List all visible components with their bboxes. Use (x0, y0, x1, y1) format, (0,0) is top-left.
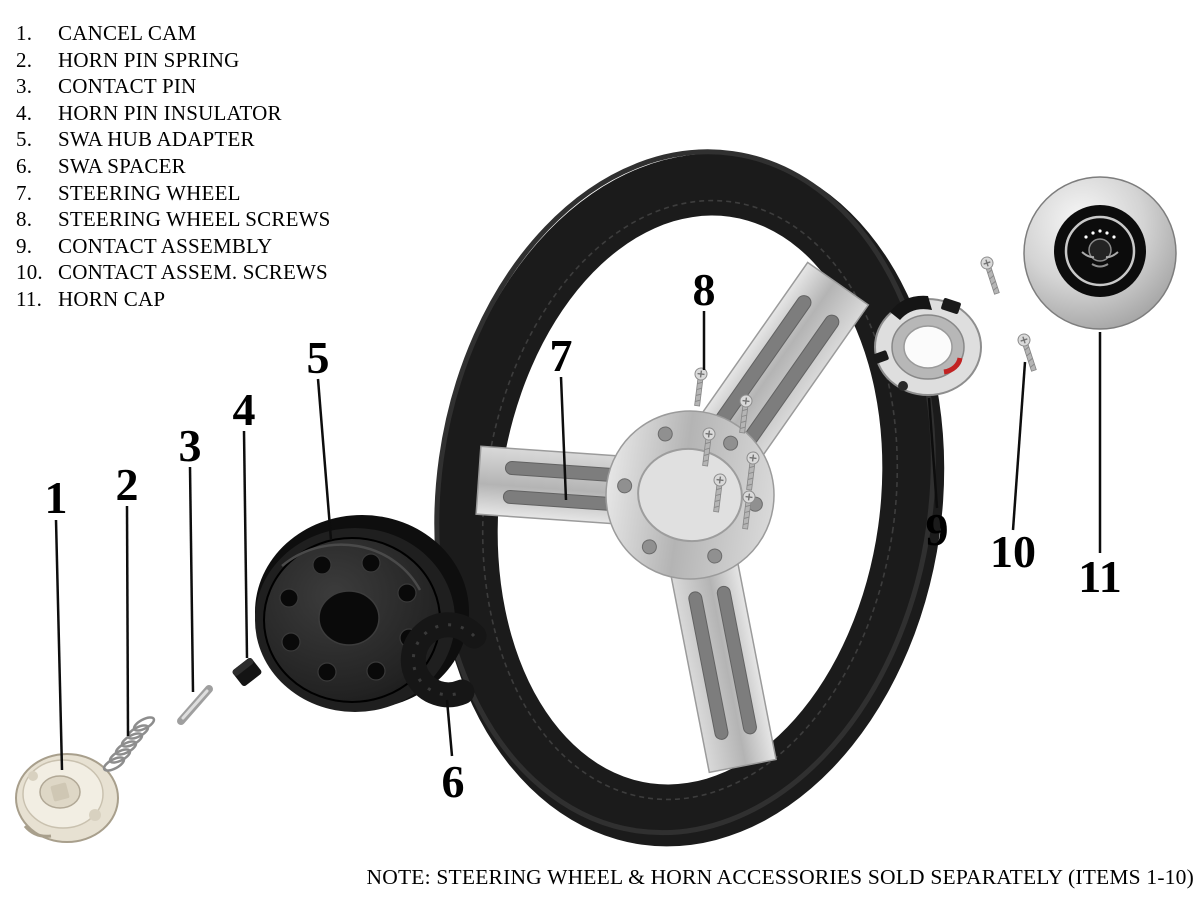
part-number: 6. (16, 153, 33, 178)
part-label: SWA HUB ADAPTER (58, 127, 255, 152)
leader-line-4 (242, 430, 249, 659)
callout-6: 6 (442, 756, 465, 807)
part-number: 10. (16, 260, 43, 285)
callout-5: 5 (307, 332, 330, 383)
callout-7: 7 (550, 330, 573, 381)
parts-list-item: 4. HORN PIN INSULATOR (16, 100, 331, 127)
parts-list: 1. CANCEL CAM 2. HORN PIN SPRING 3. CONTACT… (16, 20, 331, 313)
part-number: 11. (16, 286, 43, 311)
parts-list-item: 9. CONTACT ASSEMBLY (16, 233, 331, 260)
swa-spacer-shape (400, 612, 487, 708)
part-label: CONTACT PIN (58, 74, 197, 99)
parts-list-item: 3. CONTACT PIN (16, 73, 331, 100)
part-number: 3. (16, 74, 33, 99)
callout-11: 11 (1078, 551, 1121, 602)
parts-list-item: 11. HORN CAP (16, 286, 331, 313)
parts-list-item: 1. CANCEL CAM (16, 20, 331, 47)
part-label: STEERING WHEEL (58, 180, 241, 205)
part-label: CONTACT ASSEM. SCREWS (58, 260, 328, 285)
parts-list-item: 10. CONTACT ASSEM. SCREWS (16, 259, 331, 286)
hub-center-hole (637, 447, 743, 543)
part-number: 4. (16, 100, 33, 125)
footer-note: NOTE: STEERING WHEEL & HORN ACCESSORIES … (366, 865, 1194, 889)
part-label: CANCEL CAM (58, 21, 197, 45)
part-number: 9. (16, 233, 33, 258)
cancel-cam-shape (15, 753, 119, 843)
leader-line-3 (188, 466, 195, 693)
parts-list-item: 8. STEERING WHEEL SCREWS (16, 206, 331, 233)
leader-lines (54, 311, 1102, 771)
leader-line-6 (445, 699, 454, 757)
hub-bolt-holes (617, 426, 763, 564)
callout-4: 4 (233, 384, 256, 435)
part-number: 5. (16, 127, 33, 152)
part-label: CONTACT ASSEMBLY (58, 233, 273, 258)
leader-line-7 (559, 376, 568, 501)
part-label: HORN CAP (58, 286, 166, 311)
part-label: STEERING WHEEL SCREWS (58, 207, 331, 232)
callout-1: 1 (45, 472, 68, 523)
part-label: SWA SPACER (58, 153, 186, 178)
horn-cap-shape (1023, 176, 1177, 330)
part-label: HORN PIN SPRING (58, 47, 240, 72)
part-number: 2. (16, 47, 33, 72)
hub-adapter-holes (279, 553, 419, 682)
callout-numbers: 1 2 3 4 5 6 7 8 9 10 11 (45, 264, 1122, 807)
callout-9: 9 (926, 504, 949, 555)
callout-3: 3 (179, 420, 202, 471)
horn-pin-insulator-shape (232, 657, 262, 687)
contact-assembly-shape (873, 295, 982, 396)
part-number: 1. (16, 21, 33, 45)
callout-2: 2 (116, 459, 139, 510)
contact-pin-shape (177, 685, 213, 725)
parts-list-item: 2. HORN PIN SPRING (16, 47, 331, 74)
parts-list-item: 7. STEERING WHEEL (16, 180, 331, 207)
leader-line-9 (927, 397, 939, 509)
part-number: 7. (16, 180, 33, 205)
leader-line-2 (125, 505, 130, 737)
part-label: HORN PIN INSULATOR (58, 100, 282, 125)
leader-line-5 (316, 378, 333, 541)
horn-cap-emblem (1081, 229, 1119, 268)
parts-list-item: 6. SWA SPACER (16, 153, 331, 180)
leader-line-10 (1011, 361, 1027, 531)
leader-line-1 (54, 519, 64, 771)
callout-10: 10 (990, 526, 1036, 577)
callout-8: 8 (693, 264, 716, 315)
parts-list-item: 5. SWA HUB ADAPTER (16, 126, 331, 153)
part-number: 8. (16, 207, 33, 232)
horn-pin-spring-shape (102, 716, 156, 772)
